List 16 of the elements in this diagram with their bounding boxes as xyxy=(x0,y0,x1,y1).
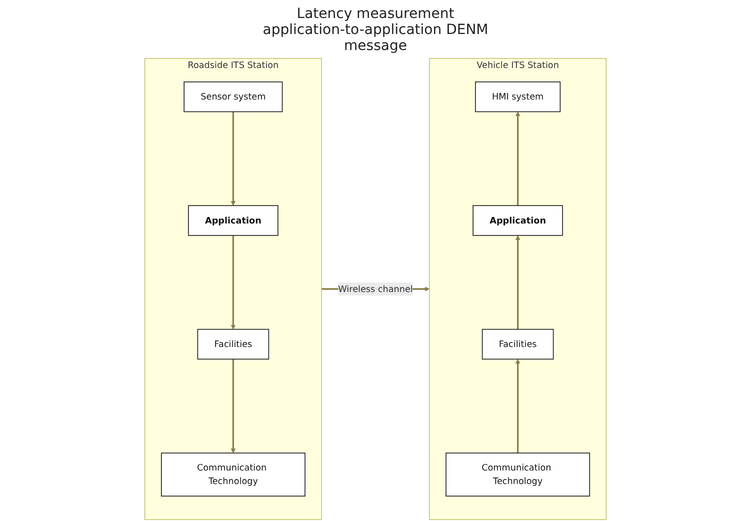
node-box: Facilities xyxy=(197,328,270,360)
arrow xyxy=(230,112,236,206)
node-box: Communication Technology xyxy=(446,452,590,497)
arrow xyxy=(515,112,520,206)
node-box: Application xyxy=(472,205,563,236)
node-box: Sensor system xyxy=(184,81,283,112)
arrow xyxy=(515,235,520,330)
arrow xyxy=(230,359,236,454)
arrow xyxy=(230,235,236,330)
note-text: Latency measurement application-to-application DENM message xyxy=(262,6,490,54)
arrow xyxy=(515,358,520,454)
node-box: Facilities xyxy=(482,328,554,360)
edge-label: Wireless channel xyxy=(338,283,413,294)
node-box: Application xyxy=(188,205,278,236)
node-box: Communication Technology xyxy=(160,452,306,497)
node-box: HMI system xyxy=(475,81,561,112)
